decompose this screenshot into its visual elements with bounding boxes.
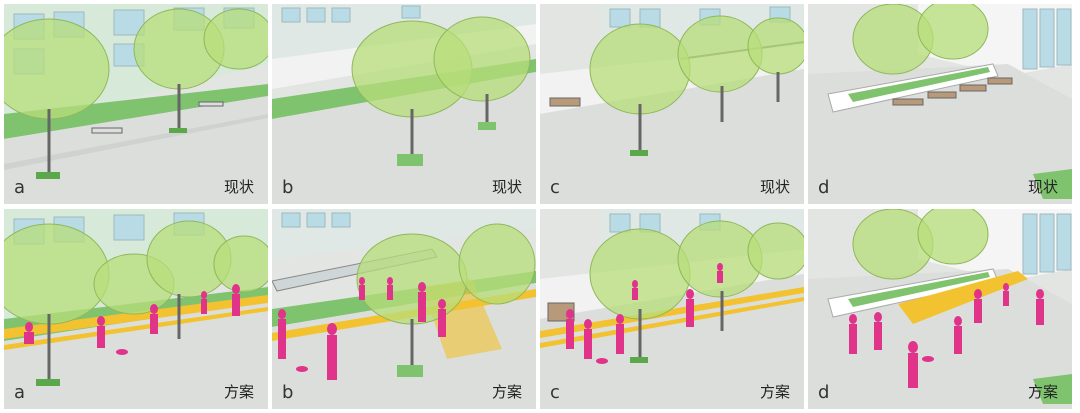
scene-a-proposal [4, 209, 268, 409]
panel-letter: a [14, 177, 26, 198]
panel-letter: b [282, 382, 294, 403]
panel-d-status: d 现状 [808, 4, 1072, 204]
panel-c-status: c 现状 [540, 4, 804, 204]
panel-label: 现状 [1027, 178, 1058, 196]
scene-a-status [4, 4, 268, 204]
panel-letter: d [818, 177, 830, 198]
scene-b-status [272, 4, 536, 204]
panel-label: 方案 [491, 383, 522, 401]
scene-d-proposal [808, 209, 1072, 409]
panel-letter: a [14, 382, 26, 403]
scene-d-status [808, 4, 1072, 204]
scene-c-proposal [540, 209, 804, 409]
panel-c-proposal: c 方案 [540, 209, 804, 409]
panel-label: 现状 [491, 178, 522, 196]
scene-b-proposal [272, 209, 536, 409]
panel-b-proposal: b 方案 [272, 209, 536, 409]
panel-letter: c [550, 382, 560, 403]
panel-letter: b [282, 177, 294, 198]
panel-b-status: b 现状 [272, 4, 536, 204]
panel-a-status: a 现状 [4, 4, 268, 204]
scene-c-status [540, 4, 804, 204]
panel-d-proposal: d 方案 [808, 209, 1072, 409]
panel-label: 方案 [223, 383, 254, 401]
panel-label: 现状 [759, 178, 790, 196]
panel-label: 方案 [1027, 383, 1058, 401]
panel-a-proposal: a 方案 [4, 209, 268, 409]
panel-letter: d [818, 382, 830, 403]
panel-letter: c [550, 177, 560, 198]
panel-label: 方案 [759, 383, 790, 401]
panel-label: 现状 [223, 178, 254, 196]
